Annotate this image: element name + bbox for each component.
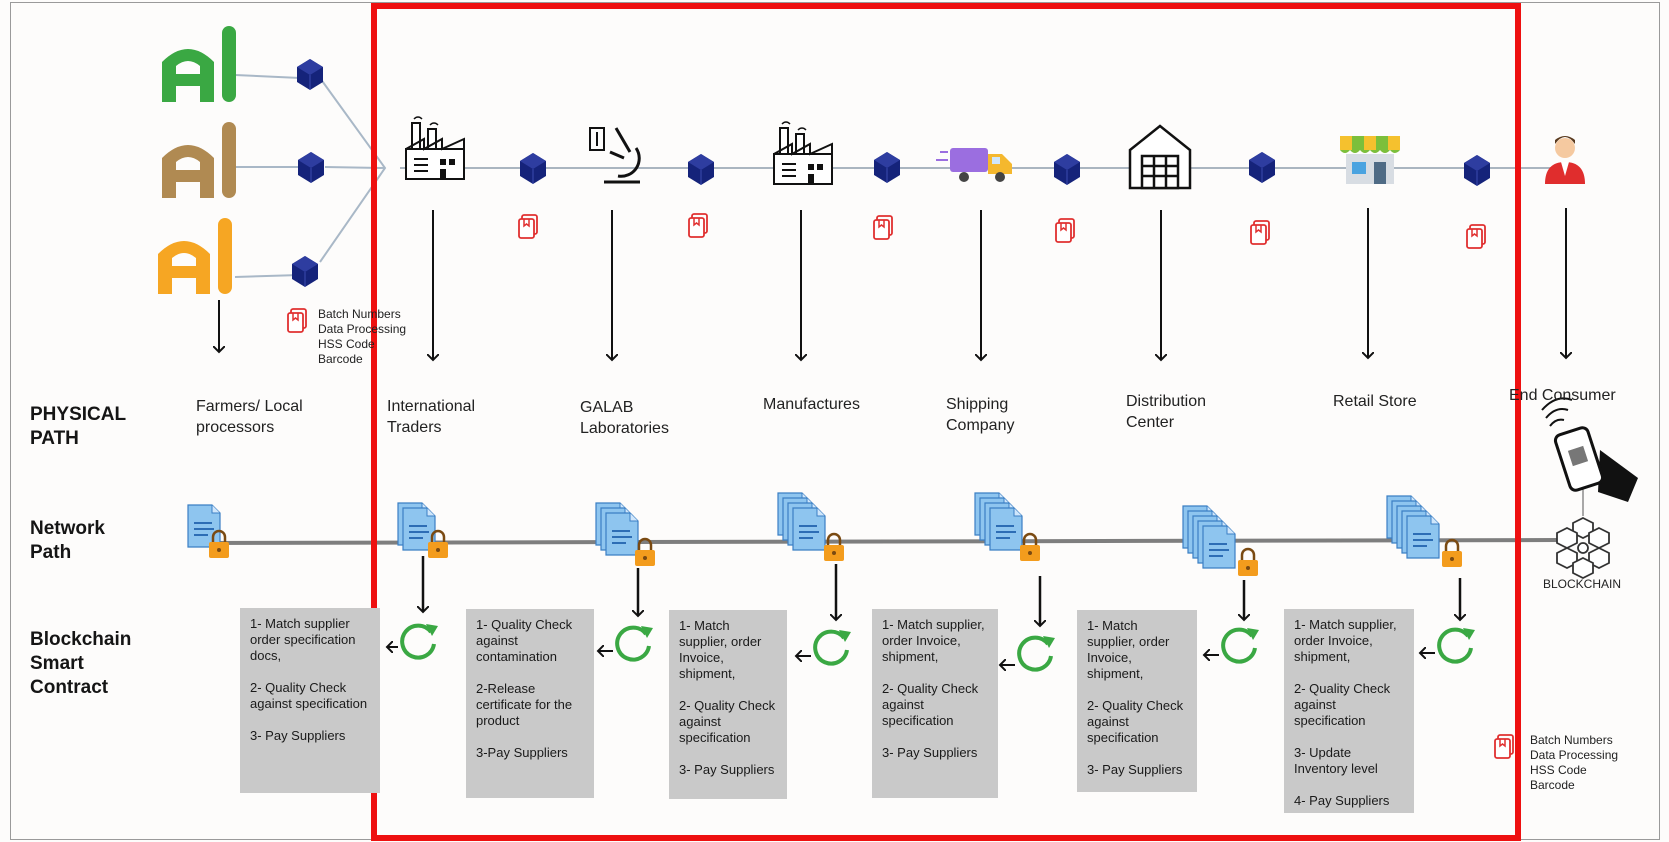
actor-distribution-center: Distribution Center <box>1126 393 1207 431</box>
legend-line: Batch Numbers <box>318 307 401 321</box>
blockchain-label: BLOCKCHAIN <box>1543 577 1622 591</box>
contract-item: 3- Pay Suppliers <box>1087 762 1183 777</box>
consumer-avatar-icon <box>1545 136 1585 184</box>
contract-box-3: 1- Match supplier, order Invoice, shipme… <box>669 610 787 799</box>
tag-icon <box>287 308 307 333</box>
contract-item: 2- Quality Check against specification <box>250 680 368 711</box>
cube-icon <box>291 255 319 288</box>
contract-item: 3- Pay Suppliers <box>679 762 775 777</box>
legend-line: Barcode <box>1530 778 1575 792</box>
legend-line: HSS Code <box>1530 763 1587 777</box>
actor-galab-laboratories: GALAB Laboratories <box>580 399 669 437</box>
contract-item: 2- Quality Check against specification <box>679 698 776 745</box>
contract-item: 2- Quality Check against specification <box>1294 681 1391 728</box>
legend-bottom: Batch Numbers Data Processing HSS Code B… <box>1530 733 1650 793</box>
microscope-icon <box>589 127 641 184</box>
contract-box-5: 1- Match supplier, order Invoice, shipme… <box>1077 610 1197 792</box>
row-label-contract: Blockchain Smart Contract <box>30 629 132 698</box>
contract-item: 1- Match supplier, order Invoice, shipme… <box>679 618 762 681</box>
contract-item: 1- Match supplier, order Invoice, shipme… <box>1087 618 1170 681</box>
highlight-frame <box>371 3 1521 841</box>
legend-line: HSS Code <box>318 337 375 351</box>
actor-international-traders: International Traders <box>387 398 476 436</box>
legend-line: Data Processing <box>318 322 407 336</box>
contract-box-2: 1- Quality Check against contamination 2… <box>466 609 594 798</box>
contract-item: 2- Quality Check against specification <box>1087 698 1184 745</box>
legend-line: Data Processing <box>1530 748 1619 762</box>
legend-top: Batch Numbers Data Processing HSS Code B… <box>318 307 438 367</box>
contract-item: 1- Match supplier order specification do… <box>250 616 356 663</box>
farm-logo-orange <box>158 218 232 294</box>
contract-item: 2- Quality Check against specification <box>882 681 979 728</box>
phone-scan-icon <box>1541 397 1638 502</box>
contract-box-6: 1- Match supplier, order Invoice, shipme… <box>1284 609 1414 813</box>
cube-icon <box>296 58 324 91</box>
legend-line: Batch Numbers <box>1530 733 1613 747</box>
warehouse-icon <box>1128 124 1192 190</box>
contract-item: 3- Pay Suppliers <box>250 728 346 743</box>
actor-end-consumer: End Consumer <box>1509 387 1616 404</box>
contract-item: 3- Update Inventory level <box>1294 745 1378 776</box>
retail-store-icon <box>1340 136 1400 184</box>
network-doc-1 <box>187 504 231 560</box>
contract-item: 1- Quality Check against contamination <box>476 617 573 664</box>
actor-shipping-company: Shipping Company <box>946 396 1015 434</box>
actor-retail-store: Retail Store <box>1333 393 1417 410</box>
cube-icon <box>297 151 325 184</box>
contract-item: 2-Release certificate for the product <box>476 681 573 728</box>
physical-down-arrows <box>219 208 1566 360</box>
contract-item: 1- Match supplier, order Invoice, shipme… <box>1294 617 1397 664</box>
farm-logo-brown <box>162 122 236 198</box>
legend-line: Barcode <box>318 352 363 366</box>
contract-item: 4- Pay Suppliers <box>1294 793 1390 808</box>
actor-farmers: Farmers/ Local processors <box>196 398 303 436</box>
delivery-truck-icon <box>936 148 1012 182</box>
actor-manufactures: Manufactures <box>763 396 860 413</box>
farm-logo-green <box>162 26 236 102</box>
row-label-network: Network Path <box>30 518 105 563</box>
contract-box-4: 1- Match supplier, order Invoice, shipme… <box>872 609 998 798</box>
contract-down-arrows <box>423 556 1460 626</box>
row-label-physical: PHYSICAL PATH <box>30 404 126 449</box>
blockchain-icon <box>1556 516 1610 580</box>
contract-item: 3- Pay Suppliers <box>882 745 978 760</box>
contract-left-arrows <box>387 647 1435 665</box>
contract-item: 1- Match supplier, order Invoice, shipme… <box>882 617 985 664</box>
contract-box-1: 1- Match supplier order specification do… <box>240 608 380 793</box>
contract-item: 3-Pay Suppliers <box>476 745 568 760</box>
